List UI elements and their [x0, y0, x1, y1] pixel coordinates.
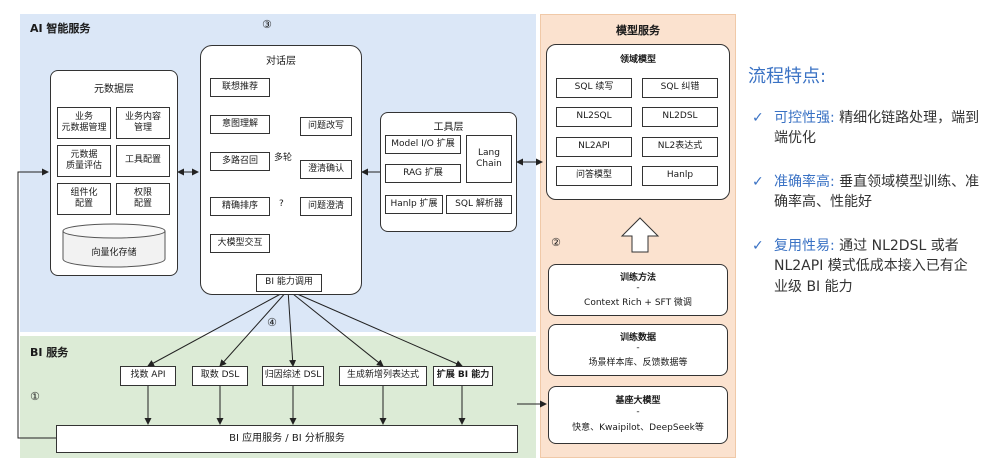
training-method-box	[548, 264, 728, 316]
check-icon: ✓	[752, 174, 764, 190]
model-nl2dsl: NL2DSL	[642, 107, 718, 127]
feature-item-accurate: ✓ 准确率高: 垂直领域模型训练、准确率高、性能好	[752, 172, 980, 213]
meta-item-business-metadata: 业务 元数据管理	[57, 107, 111, 139]
tool-hanlp: Hanlp 扩展	[385, 195, 443, 214]
features-title: 流程特点:	[748, 66, 827, 87]
step-marker-3: ③	[262, 18, 272, 31]
tool-model-io: Model I/O 扩展	[385, 135, 461, 154]
bi-app-service: BI 应用服务 / BI 分析服务	[56, 425, 518, 453]
training-data-desc: 场景样本库、反馈数据等	[588, 358, 688, 368]
model-sql-continue: SQL 续写	[556, 78, 632, 98]
model-nl2sql: NL2SQL	[556, 107, 632, 127]
step-clarify-confirm: 澄清确认	[300, 160, 352, 179]
bi-fetch-dsl: 取数 DSL	[192, 366, 248, 386]
feature-key: 复用性易:	[774, 238, 835, 254]
step-intent: 意图理解	[210, 115, 270, 134]
training-method-dash: -	[636, 283, 640, 293]
step-marker-2: ②	[551, 236, 561, 249]
meta-item-permission-config: 权限 配置	[116, 183, 170, 215]
feature-text: 通过 NL2DSL 或者 NL2API 模式低成本接入已有企业级 BI 能力	[774, 238, 968, 295]
step-rewrite: 问题改写	[300, 117, 352, 136]
step-llm-interaction: 大模型交互	[210, 234, 270, 253]
bi-attribution-dsl: 归因综述 DSL	[262, 366, 324, 386]
meta-item-business-content: 业务内容 管理	[116, 107, 170, 139]
meta-layer-title: 元数据层	[94, 84, 134, 95]
feature-item-reusable: ✓ 复用性易: 通过 NL2DSL 或者 NL2API 模式低成本接入已有企业级…	[752, 236, 980, 297]
uncertain-mark: ?	[279, 199, 284, 209]
bi-extend-capability: 扩展 BI 能力	[433, 366, 493, 386]
feature-text: 精细化链路处理，端到端优化	[774, 110, 980, 147]
tool-langchain: Lang Chain	[466, 135, 512, 183]
feature-item-controllable: ✓ 可控性强: 精细化链路处理，端到端优化	[752, 108, 980, 149]
model-hanlp: Hanlp	[642, 166, 718, 186]
tool-rag: RAG 扩展	[385, 164, 461, 183]
dialog-layer-title: 对话层	[266, 56, 296, 67]
base-model-desc: 快意、Kwaipilot、DeepSeek等	[572, 423, 704, 433]
training-data-dash: -	[636, 343, 640, 353]
base-model-box	[548, 386, 728, 444]
ai-service-title: AI 智能服务	[30, 22, 91, 35]
bi-new-column-expr: 生成新增列表达式	[339, 366, 427, 386]
feature-text: 垂直领域模型训练、准确率高、性能好	[774, 174, 980, 211]
vector-store-label: 向量化存储	[91, 248, 137, 258]
step-multi-recall: 多路召回	[210, 152, 270, 171]
step-clarify-question: 问题澄清	[300, 197, 352, 216]
model-service-title: 模型服务	[616, 24, 660, 37]
step-suggest: 联想推荐	[210, 78, 270, 97]
step-marker-1: ①	[30, 390, 40, 403]
step-rerank: 精确排序	[210, 197, 270, 216]
tool-sql-parser: SQL 解析器	[446, 195, 512, 214]
training-method-desc: Context Rich + SFT 微调	[584, 298, 692, 308]
meta-item-component-config: 组件化 配置	[57, 183, 111, 215]
check-icon: ✓	[752, 110, 764, 126]
check-icon: ✓	[752, 238, 764, 254]
model-sql-correct: SQL 纠错	[642, 78, 718, 98]
model-qa: 问答模型	[556, 166, 632, 186]
training-data-title: 训练数据	[619, 333, 656, 343]
model-nl2expr: NL2表达式	[642, 137, 718, 157]
feature-key: 可控性强:	[774, 110, 835, 126]
meta-item-tool-config: 工具配置	[116, 145, 170, 177]
model-nl2api: NL2API	[556, 137, 632, 157]
feature-key: 准确率高:	[774, 174, 835, 190]
tool-layer-title: 工具层	[433, 122, 464, 133]
base-model-title: 基座大模型	[615, 396, 661, 406]
multi-turn-label: 多轮	[274, 153, 293, 163]
domain-model-title: 领域模型	[619, 55, 656, 65]
bi-find-data-api: 找数 API	[120, 366, 176, 386]
training-method-title: 训练方法	[619, 273, 656, 283]
meta-item-quality-eval: 元数据 质量评估	[57, 145, 111, 177]
bi-service-title: BI 服务	[30, 346, 69, 359]
training-data-box	[548, 324, 728, 376]
step-marker-4: ④	[267, 316, 277, 329]
vector-store-cylinder	[62, 223, 166, 268]
base-model-dash: -	[636, 407, 640, 417]
bi-capability-call: BI 能力调用	[256, 274, 322, 292]
